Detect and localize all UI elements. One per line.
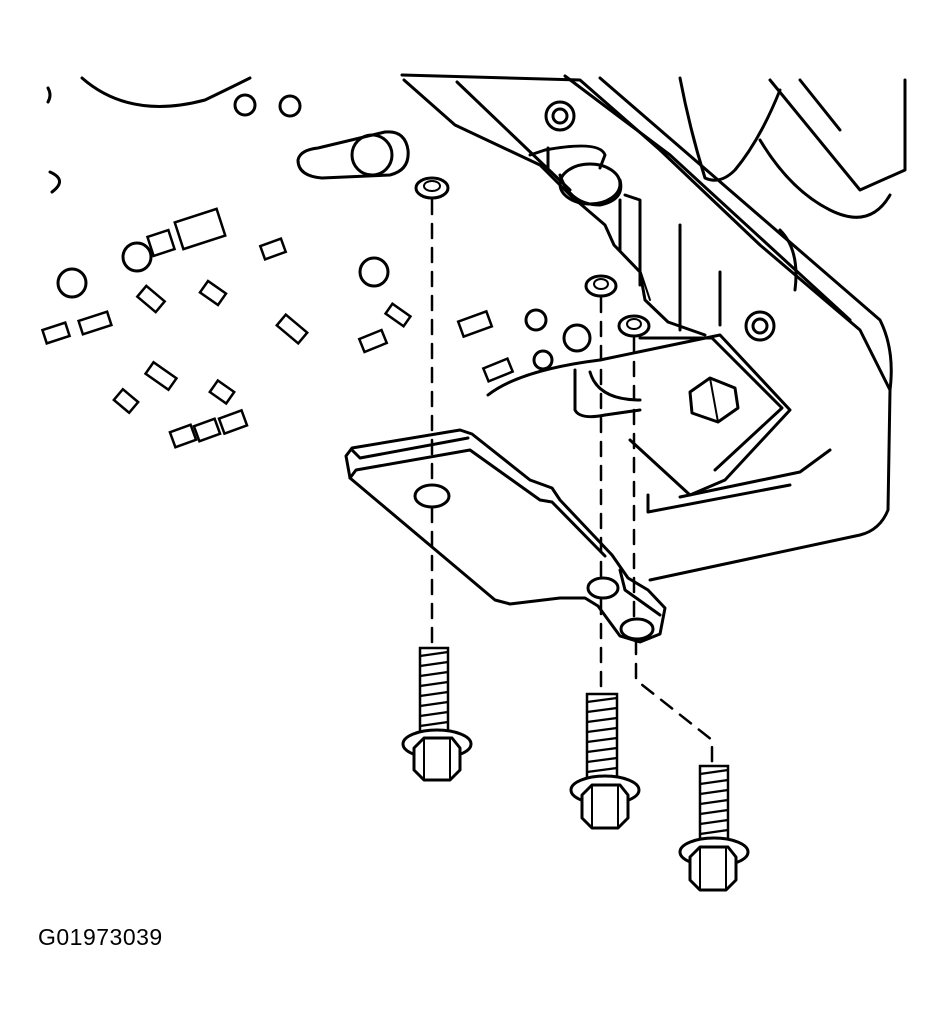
alignment-lines	[430, 198, 714, 772]
mounting-bracket	[344, 428, 667, 644]
bolt-left	[401, 646, 473, 782]
housing-bolt-holes	[414, 176, 651, 338]
bolt-center	[569, 692, 641, 830]
figure-id-label: G01973039	[38, 924, 163, 950]
valve-body-housing	[40, 73, 907, 582]
bolt-right	[678, 764, 750, 892]
